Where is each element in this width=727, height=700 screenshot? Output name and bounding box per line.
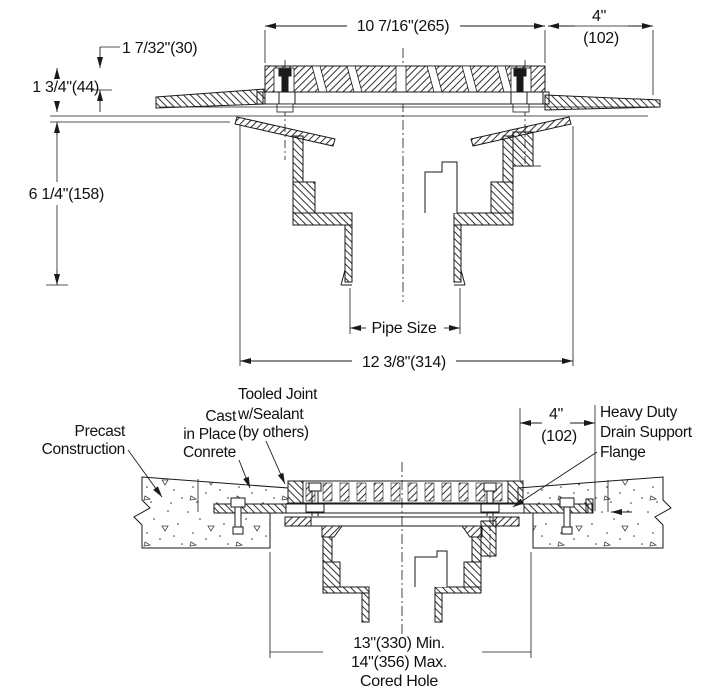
drain-support-flange — [213, 498, 594, 514]
anchor-bolt-left — [230, 497, 246, 535]
sump-body — [292, 131, 541, 286]
fig2-dimensions — [127, 405, 632, 658]
sediment-weir — [414, 550, 448, 587]
dim-flange-width: 4" — [592, 8, 606, 25]
flange-label-line2: Drain Support — [600, 424, 693, 441]
flange-label-line1: Heavy Duty — [600, 404, 678, 421]
bolt-lug-right — [480, 520, 497, 557]
cored-hole-dim-line2: 14"(356) Max. — [351, 654, 447, 671]
dim-frame-height: 1 3/4"(44) — [32, 79, 99, 96]
precast-label-line1: Precast — [75, 423, 126, 440]
dim-flange-width-mm: (102) — [541, 428, 577, 445]
joint-label-line2: w/Sealant — [237, 406, 304, 423]
dim-grate-width: 10 7/16"(265) — [357, 18, 450, 35]
anchor-bolt-right — [559, 497, 575, 535]
cored-hole-dim-line3: Cored Hole — [360, 673, 438, 690]
cored-hole-dim-line1: 13"(330) Min. — [353, 635, 445, 652]
joint-label-line3: (by others) — [238, 424, 309, 441]
dim-flange-width-mm: (102) — [583, 30, 619, 47]
pipe-size-label: Pipe Size — [372, 320, 437, 337]
sediment-weir — [424, 161, 458, 213]
bolt-lug-right — [512, 131, 534, 167]
frame-section — [256, 91, 550, 113]
dim-overall-width: 12 3/8"(314) — [362, 354, 446, 371]
joint-label-line1: Tooled Joint — [238, 386, 318, 403]
holddown-bolt-right — [480, 482, 500, 558]
body-cone-left — [234, 116, 336, 147]
holddown-bolt-left — [305, 482, 325, 516]
installation-view: Precast Construction Cast in Place Conre… — [42, 386, 693, 690]
fig1-dimensions — [46, 23, 654, 366]
cast-label-line3: Conrete — [183, 444, 236, 461]
flange-label-line3: Flange — [600, 444, 646, 461]
dim-sump-depth: 6 1/4"(158) — [29, 186, 104, 203]
cast-label-line1: Cast — [205, 408, 237, 425]
deck-flange-right — [544, 94, 661, 111]
precast-label-line2: Construction — [42, 441, 125, 458]
dim-grate-reveal: 1 7/32"(30) — [122, 40, 197, 57]
dim-flange-width: 4" — [549, 406, 563, 423]
grate-section — [264, 65, 546, 93]
deck-flange-left — [155, 88, 266, 109]
cast-label-line2: in Place — [183, 426, 236, 443]
section-view: 10 7/16"(265) 4" (102) 1 7/32"(30) 1 3/4… — [29, 8, 661, 371]
